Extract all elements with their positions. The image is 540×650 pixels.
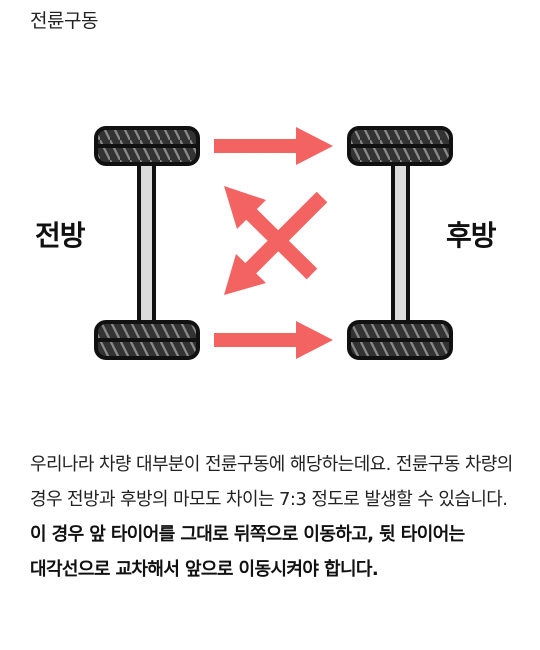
rear-axle bbox=[347, 126, 453, 360]
front-label: 전방 bbox=[35, 219, 86, 252]
rear-left-tire bbox=[347, 126, 453, 166]
front-left-tire bbox=[94, 126, 200, 166]
paragraph-normal-text: 우리나라 차량 대부분이 전륜구동에 해당하는데요. 전륜구동 차량의 경우 전… bbox=[30, 454, 513, 510]
paragraph-bold-text: 이 경우 앞 타이어를 그대로 뒤쪽으로 이동하고, 뒷 타이어는 대각선으로 … bbox=[30, 524, 465, 580]
section-heading: 전륜구동 bbox=[30, 10, 98, 32]
rear-label: 후방 bbox=[446, 219, 497, 252]
front-right-tire bbox=[94, 320, 200, 360]
rear-right-tire bbox=[347, 320, 453, 360]
front-axle bbox=[94, 126, 200, 360]
diagonal-arrow-to-front-right bbox=[224, 191, 328, 295]
body-paragraph: 우리나라 차량 대부분이 전륜구동에 해당하는데요. 전륜구동 차량의 경우 전… bbox=[30, 447, 520, 587]
top-straight-arrow bbox=[214, 127, 333, 165]
tire-rotation-diagram bbox=[94, 126, 453, 360]
bottom-straight-arrow bbox=[214, 321, 333, 359]
